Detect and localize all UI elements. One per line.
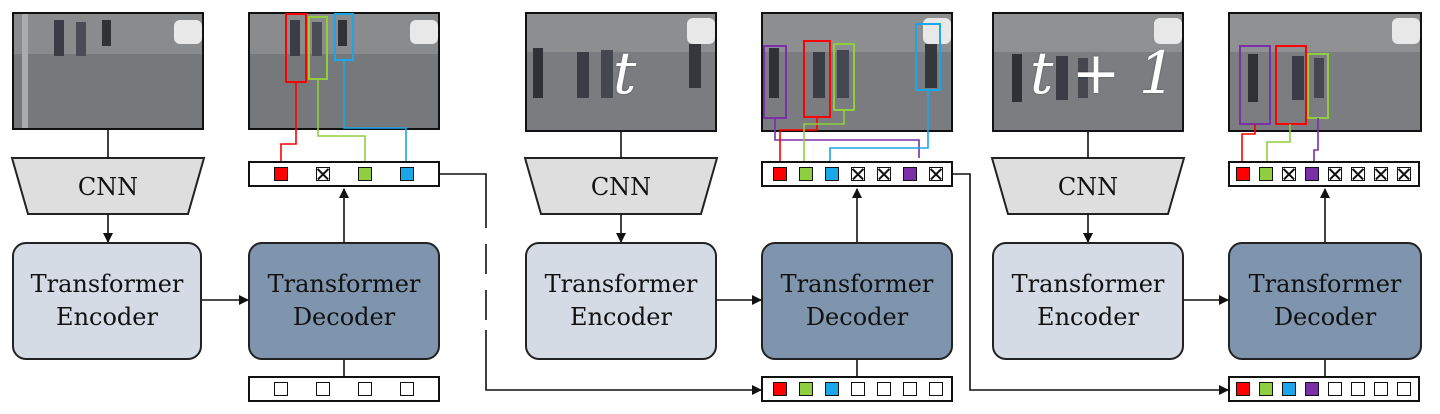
decoded-frame-t [761,12,953,132]
query-cell-empty [1328,382,1342,396]
detection-box-purple-2 [763,45,787,119]
transformer-decoder-2: Transformer Decoder [761,242,953,360]
street-scene-photo-t [527,14,715,130]
leader-cyan-2 [829,90,929,166]
query-cell-cyan [400,167,414,181]
frame-label-t-plus-1: t + 1 [1030,39,1176,107]
input-query-bar-2 [761,376,953,402]
leader-cyan-1 [343,60,407,166]
propagation-1-bottom [485,330,762,395]
leader-purple-2 [774,118,920,158]
output-query-bar-2 [761,161,953,187]
query-cell-cyan [825,382,839,396]
query-cell-empty-x [1351,167,1365,181]
input-frame-1 [12,12,204,130]
query-cell-red [274,167,288,181]
detection-box-cyan-2 [915,23,941,91]
input-frame-t-plus-1: t + 1 [992,12,1184,132]
query-cell-empty [903,382,917,396]
transformer-encoder-3: Transformer Encoder [992,242,1184,360]
query-cell-empty [851,382,865,396]
query-cell-empty-x [851,167,865,181]
query-cell-empty [358,382,372,396]
decoder-label-1: Transformer Decoder [267,270,421,331]
query-cell-empty [274,382,288,396]
cnn-label-2: CNN [591,173,651,201]
query-cell-empty [400,382,414,396]
leader-green-1 [317,79,366,166]
input-query-bar-1 [248,376,440,402]
query-cell-red [1236,382,1250,396]
street-scene-photo-1 [14,14,202,128]
cnn-block-1: CNN [10,157,206,215]
leader-green-2 [803,110,845,166]
query-cell-empty-x [1282,167,1296,181]
query-cell-cyan [1282,382,1296,396]
cnn-label-3: CNN [1058,173,1118,201]
query-cell-empty [1351,382,1365,396]
query-cell-green [1259,167,1273,181]
decoder-label-3: Transformer Decoder [1248,270,1402,331]
street-scene-photo-1-detections [250,14,438,128]
detection-box-red-1 [285,13,307,83]
query-cell-purple [1305,382,1319,396]
query-cell-purple [1305,167,1319,181]
detection-box-green-1 [308,16,328,80]
output-query-bar-1 [248,161,440,187]
query-cell-empty-x [1397,167,1411,181]
transformer-encoder-1: Transformer Encoder [12,242,202,360]
encoder-label-1: Transformer Encoder [30,270,184,331]
detection-box-red-2 [803,40,831,118]
transformer-decoder-3: Transformer Decoder [1228,242,1422,360]
query-cell-green [799,167,813,181]
detection-box-red-3 [1275,45,1307,125]
propagation-2 [953,173,1229,395]
detection-box-purple-3 [1239,45,1271,125]
query-cell-empty [929,382,943,396]
decoder-label-2: Transformer Decoder [780,270,934,331]
query-cell-empty-x [1374,167,1388,181]
street-scene-photo-t-detections [763,14,951,130]
query-cell-empty [1374,382,1388,396]
query-cell-empty-x [929,167,943,181]
cnn-label-1: CNN [78,173,138,201]
query-cell-empty [316,382,330,396]
detection-box-green-2 [833,43,855,111]
output-query-bar-3 [1228,161,1420,187]
detection-box-green-3 [1307,53,1329,119]
detection-box-cyan-1 [334,13,354,61]
cnn-block-2: CNN [523,157,719,215]
query-cell-empty-x [316,167,330,181]
leader-red-1 [280,82,297,166]
encoder-label-3: Transformer Encoder [1011,270,1165,331]
query-cell-cyan [825,167,839,181]
query-cell-red [773,167,787,181]
leader-purple-3 [1313,118,1319,164]
transformer-encoder-2: Transformer Encoder [525,242,717,360]
cnn-block-3: CNN [990,157,1186,215]
street-scene-photo-t-plus-1 [994,14,1182,130]
decoded-frame-t-plus-1 [1228,12,1422,132]
frame-label-t: t [613,39,637,107]
query-cell-empty-x [877,167,891,181]
query-cell-empty [1397,382,1411,396]
input-frame-t: t [525,12,717,132]
propagation-1-top [440,173,487,198]
leader-green-3 [1266,124,1291,164]
query-cell-green [358,167,372,181]
query-cell-purple [903,167,917,181]
encoder-label-2: Transformer Encoder [544,270,698,331]
query-cell-empty [877,382,891,396]
query-cell-empty-x [1328,167,1342,181]
street-scene-photo-t-plus-1-detections [1230,14,1420,130]
transformer-decoder-1: Transformer Decoder [248,242,440,360]
input-query-bar-3 [1228,376,1420,402]
query-cell-green [799,382,813,396]
query-cell-red [773,382,787,396]
query-cell-green [1259,382,1273,396]
query-cell-red [1236,167,1250,181]
leader-red-3 [1241,124,1256,164]
